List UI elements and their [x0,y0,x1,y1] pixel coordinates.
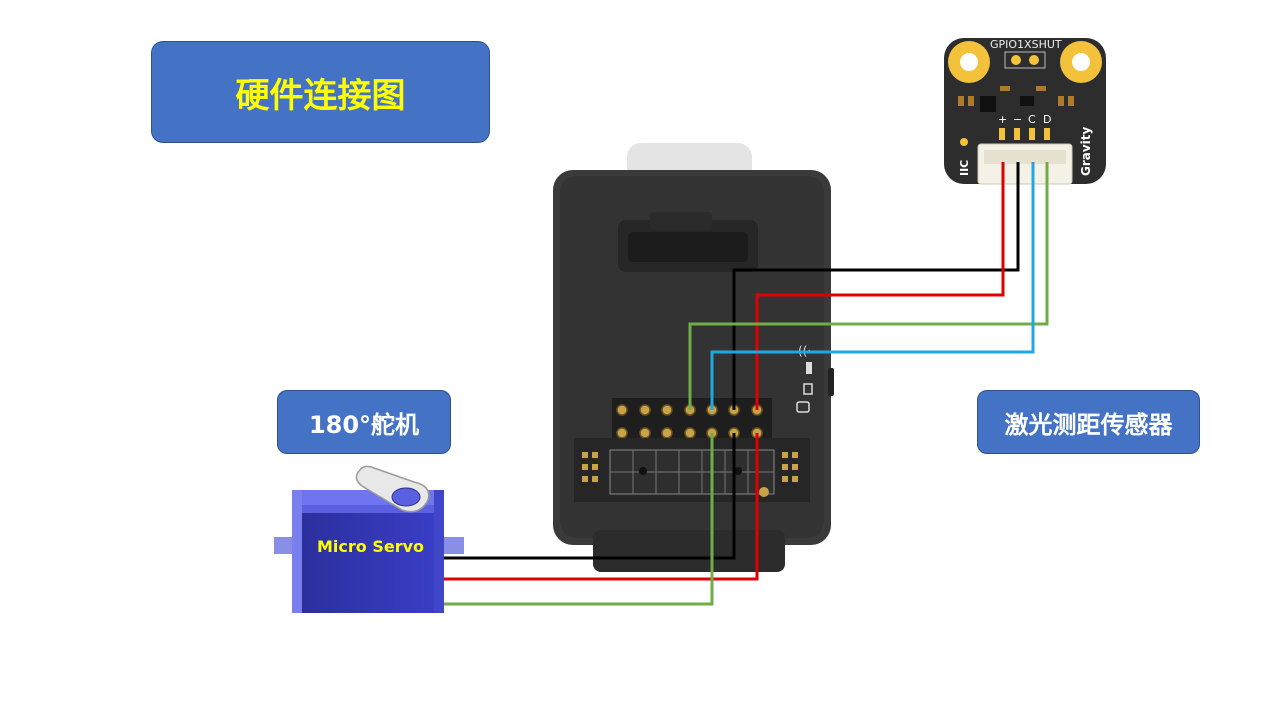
sensor-pin-minus: − [1013,113,1022,126]
sensor-wire-green [688,162,1049,410]
servo-wire-green [444,433,714,606]
diagram-title-text: 硬件连接图 [235,75,406,116]
sensor-pin-d: D [1043,113,1051,126]
sensor-label-text: 激光测距传感器 [1004,410,1173,439]
micro-servo-icon: Micro Servo [274,465,464,613]
sensor-wires [688,162,1049,410]
sensor-wire-blue [710,162,1035,410]
controller-module-icon: ((· [553,143,834,572]
sensor-brand-text: Gravity [1079,126,1093,176]
servo-label: 180°舵机 [277,390,451,454]
servo-wires [444,433,759,606]
diagram-title: 硬件连接图 [151,41,490,143]
servo-wire-black [444,433,736,560]
servo-model-text: Micro Servo [317,537,424,556]
sensor-header-label: GPIO1XSHUT [990,38,1062,51]
servo-label-text: 180°舵机 [308,410,420,439]
sensor-pin-c: C [1028,113,1036,126]
sensor-bus-text: IIC [958,160,971,176]
sensor-label: 激光测距传感器 [977,390,1200,454]
sensor-wire-black [732,162,1020,410]
sensor-pin-plus: + [998,113,1007,126]
servo-wire-red [444,433,759,581]
laser-sensor-board-icon: GPIO1XSHUT + − C D Gravity IIC [944,38,1106,185]
